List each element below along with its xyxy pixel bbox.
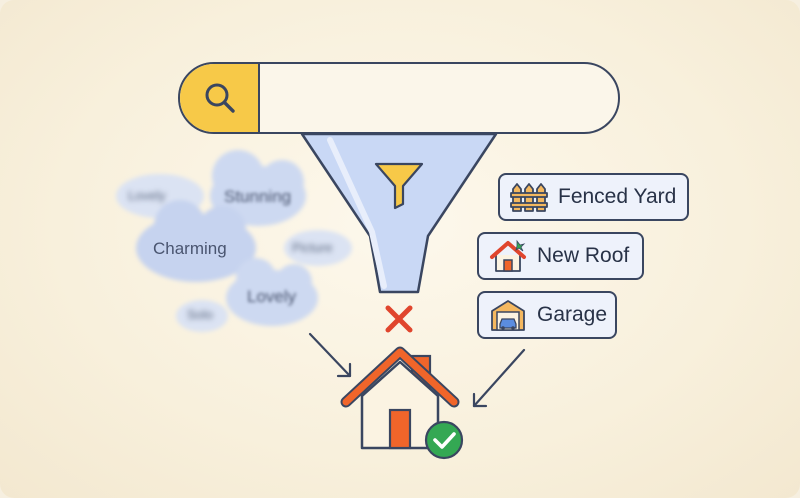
check-badge-icon [424,420,464,460]
magnifier-icon [205,83,235,113]
vague-word: Stunning [224,187,292,206]
feature-chip-fenced-yard: Fenced Yard [498,173,689,221]
filter-icon [374,162,424,210]
search-input[interactable] [260,64,618,132]
feature-label: Garage [537,303,608,326]
arrow-from-clouds [308,332,352,378]
search-bar[interactable] [178,62,620,134]
house-icon [340,346,460,450]
funnel [300,132,498,294]
search-button[interactable] [180,64,260,132]
x-mark-icon [385,305,413,333]
arrow-from-features [472,348,526,408]
vague-word: Solo [187,307,214,322]
house-roof-icon [490,239,526,272]
vague-word: Charming [153,239,227,258]
fence-icon [510,183,548,212]
feature-label: Fenced Yard [558,185,677,208]
garage-icon [491,300,525,331]
vague-word: Lovely [247,287,297,306]
feature-label: New Roof [537,244,630,267]
vague-word-clouds [116,150,352,332]
feature-chip-garage: Garage [477,291,617,339]
vague-word: Picture [292,240,333,255]
feature-chip-new-roof: New Roof [477,232,644,280]
vague-word: Lovely [128,188,166,203]
